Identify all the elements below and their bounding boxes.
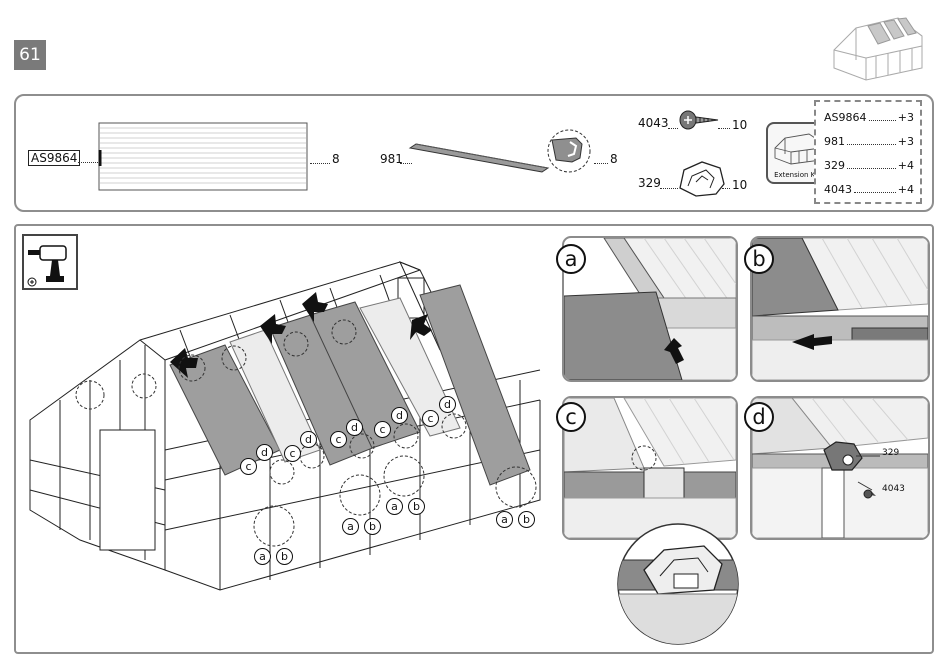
marker-b: b — [408, 498, 425, 515]
ext-kit-item: 4043 +4 — [824, 182, 914, 196]
part-code-screw: 4043 — [638, 116, 669, 130]
extension-kit-list: AS9864 +3 981 +3 329 +4 4043 +4 — [814, 100, 922, 204]
marker-c: c — [240, 458, 257, 475]
step-label-b: b — [744, 244, 774, 274]
marker-b: b — [276, 548, 293, 565]
leader-dots — [594, 163, 608, 164]
leader-dots — [310, 163, 330, 164]
glazing-bar-drawing — [408, 138, 550, 178]
marker-c: c — [284, 445, 301, 462]
callout-clip-code: 329 — [882, 448, 899, 458]
marker-a: a — [342, 518, 359, 535]
step-label-a: a — [556, 244, 586, 274]
marker-c: c — [422, 410, 439, 427]
part-code-clip: 329 — [638, 176, 661, 190]
detail-d-drawing — [752, 398, 928, 538]
part-qty-panel: 8 — [332, 152, 340, 166]
marker-d: d — [439, 396, 456, 413]
leader-dots — [722, 188, 730, 189]
ext-kit-item: AS9864 +3 — [824, 110, 914, 124]
bar-profile-detail — [546, 128, 594, 174]
page-number-badge: 61 — [14, 40, 46, 70]
screw-drawing — [678, 108, 722, 132]
leader-dots — [78, 162, 98, 163]
step-label-d: d — [744, 402, 774, 432]
detail-b-drawing — [752, 238, 928, 380]
marker-a: a — [386, 498, 403, 515]
clip-zoom-detail — [614, 520, 742, 648]
ext-kit-item: 981 +3 — [824, 134, 914, 148]
marker-c: c — [374, 421, 391, 438]
step-label-c: c — [556, 402, 586, 432]
detail-panel-b — [750, 236, 930, 382]
detail-a-drawing — [564, 238, 736, 380]
greenhouse-thumbnail — [826, 10, 936, 82]
marker-d: d — [391, 407, 408, 424]
ext-item-code: 4043 — [824, 183, 852, 196]
ext-item-qty: +4 — [898, 183, 914, 196]
ext-item-qty: +3 — [898, 135, 914, 148]
ext-item-qty: +4 — [898, 159, 914, 172]
marker-b: b — [364, 518, 381, 535]
marker-a: a — [254, 548, 271, 565]
marker-d: d — [346, 419, 363, 436]
polycarbonate-panel-drawing — [98, 122, 310, 192]
part-qty-bar: 8 — [610, 152, 618, 166]
marker-b: b — [518, 511, 535, 528]
callout-screw-code: 4043 — [882, 484, 905, 494]
marker-d: d — [256, 444, 273, 461]
leader-dots — [668, 128, 678, 129]
part-code-panel: AS9864 — [28, 150, 80, 166]
ext-item-qty: +3 — [898, 111, 914, 124]
ext-kit-item: 329 +4 — [824, 158, 914, 172]
detail-panel-c — [562, 396, 738, 540]
part-qty-clip: 10 — [732, 178, 747, 192]
detail-panel-d: 329 4043 — [750, 396, 930, 540]
part-qty-screw: 10 — [732, 118, 747, 132]
ext-item-code: 981 — [824, 135, 845, 148]
clip-drawing — [676, 158, 728, 200]
marker-d: d — [300, 431, 317, 448]
leader-dots — [718, 128, 730, 129]
marker-c: c — [330, 431, 347, 448]
detail-panel-a — [562, 236, 738, 382]
ext-item-code: AS9864 — [824, 111, 867, 124]
detail-c-drawing — [564, 398, 736, 538]
ext-item-code: 329 — [824, 159, 845, 172]
marker-a: a — [496, 511, 513, 528]
